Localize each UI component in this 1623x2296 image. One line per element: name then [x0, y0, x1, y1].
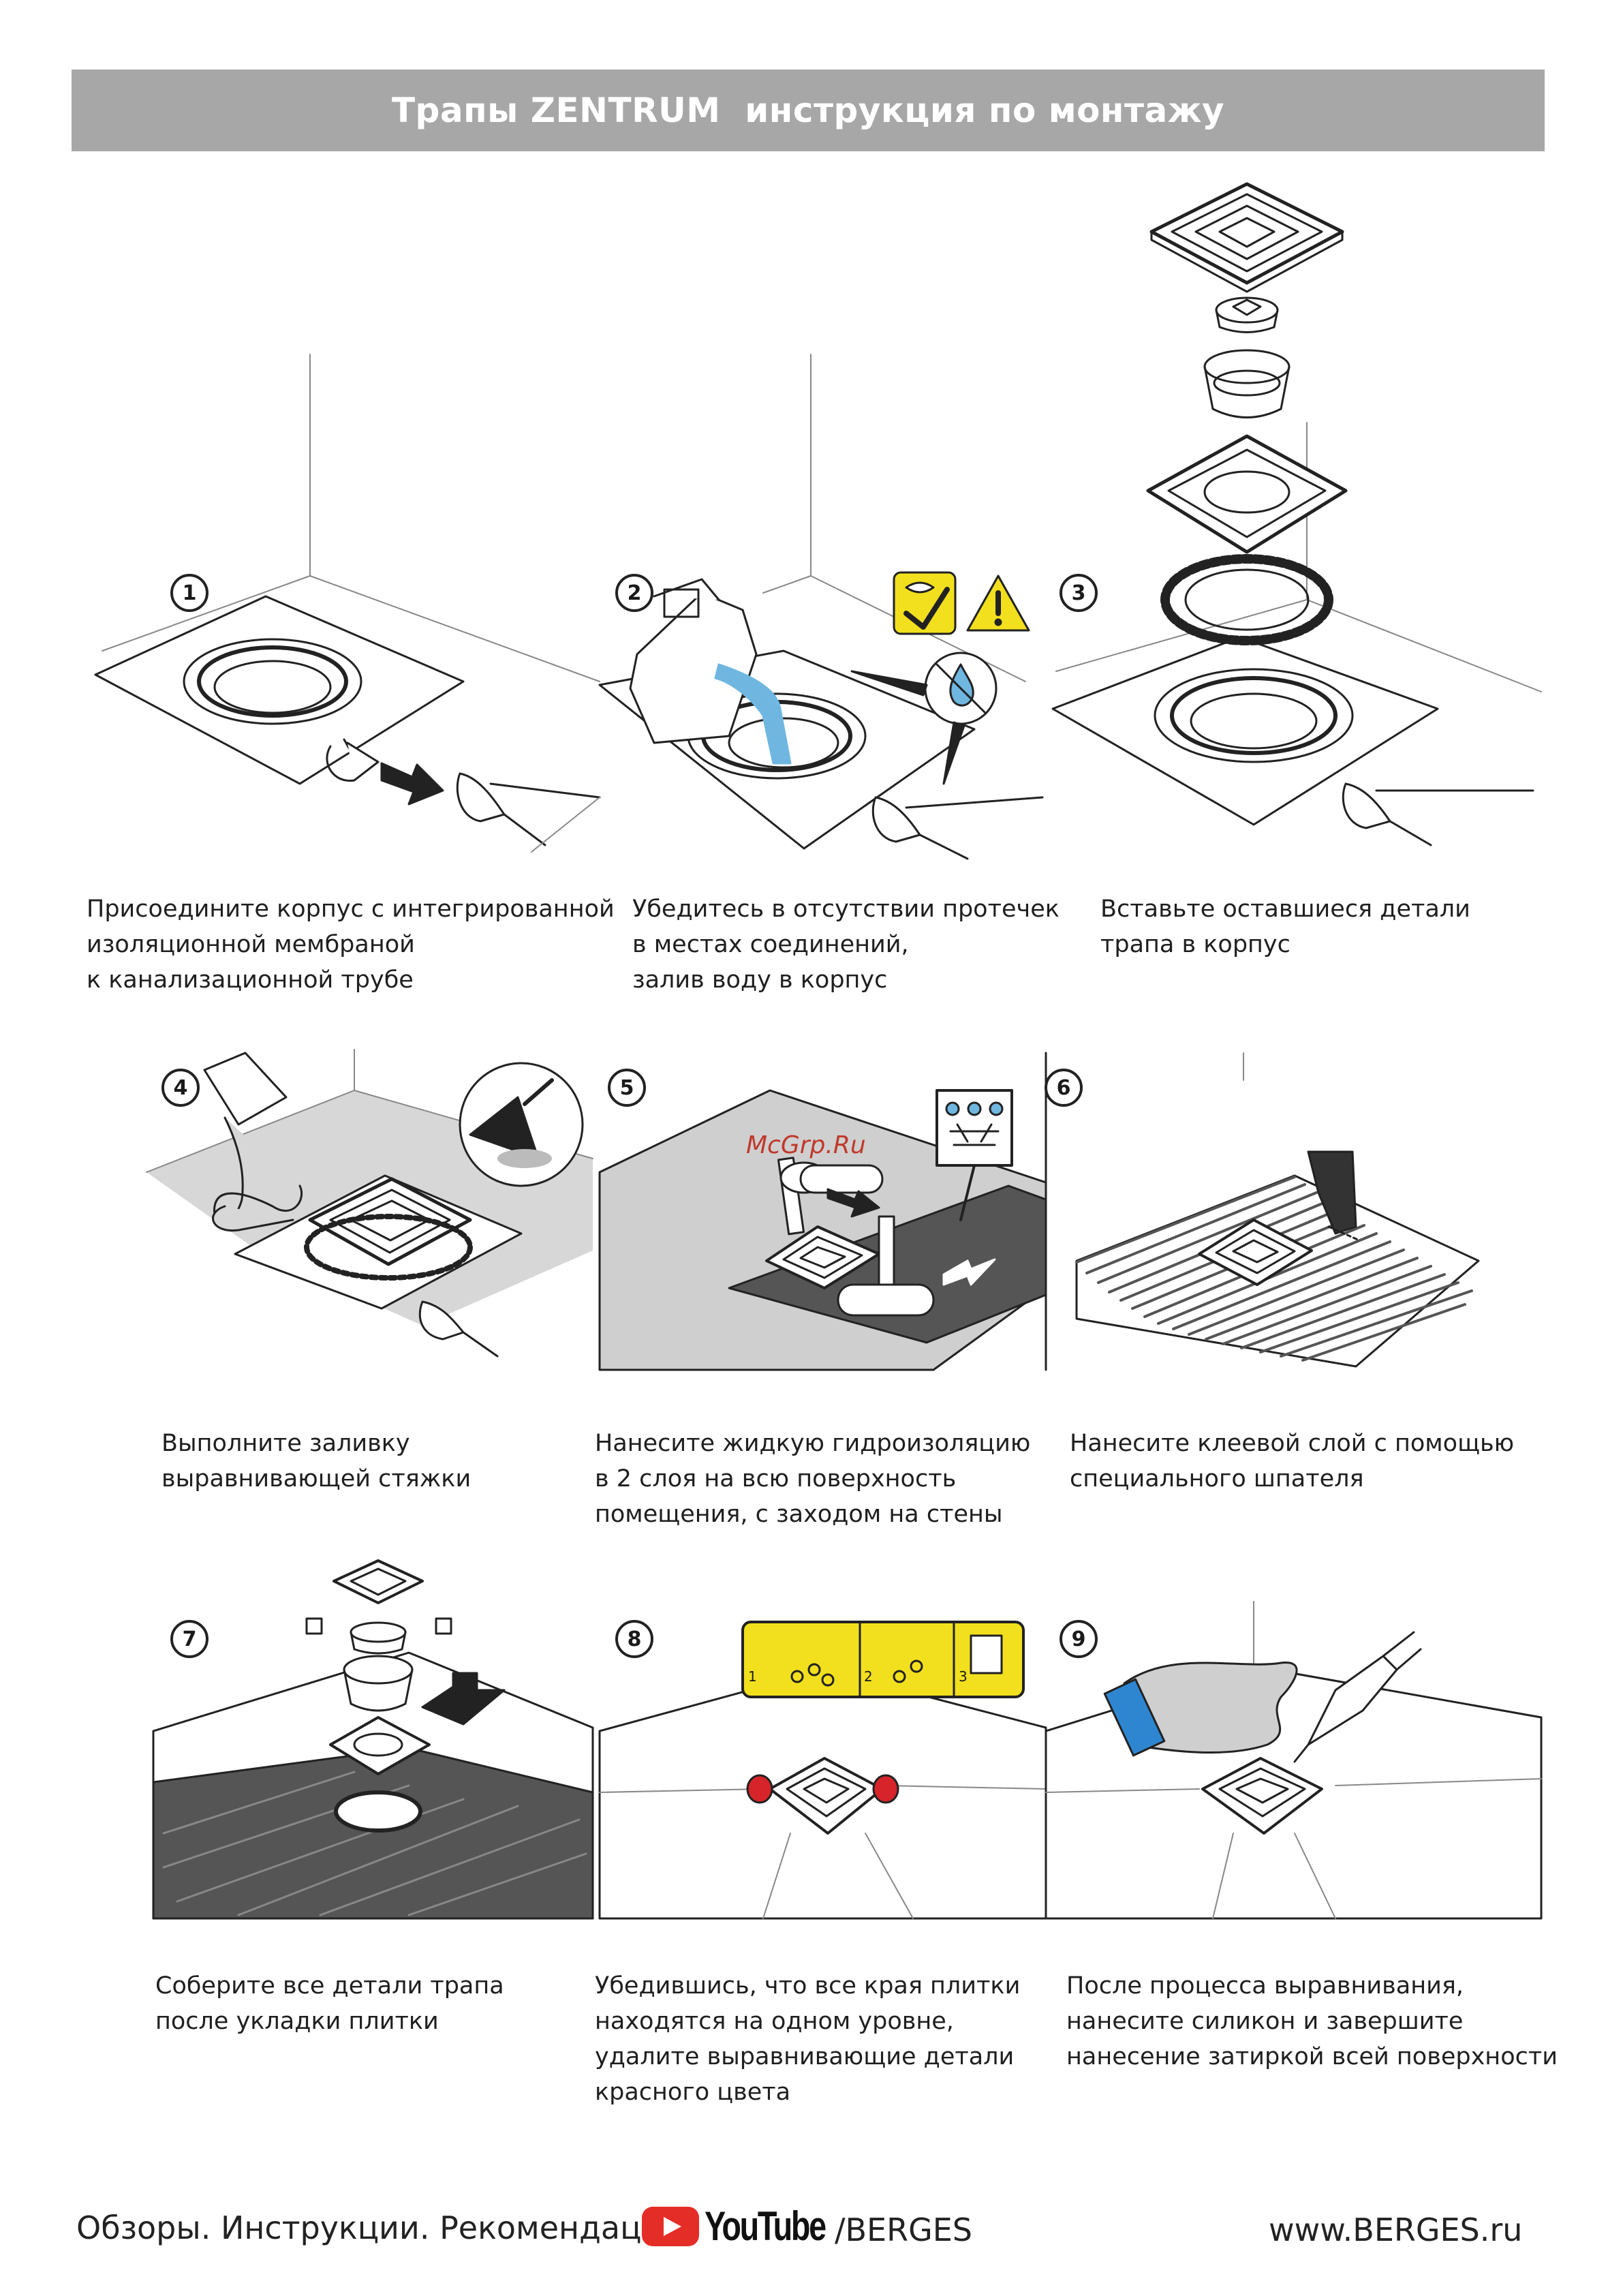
caption-line: Присоедините корпус с интегрированной — [87, 896, 615, 923]
caption-line: после укладки плитки — [155, 2008, 439, 2035]
caption-line: Соберите все детали трапа — [155, 1972, 504, 2000]
caption-line: нанесите силикон и завершите — [1066, 2008, 1464, 2035]
page-header: Трапы ZENTRUM инструкция по монтажу — [72, 70, 1545, 151]
youtube-wordmark: YouTube — [705, 2203, 826, 2249]
step-3-caption: Вставьте оставшиеся детали трапа в корпу… — [1100, 891, 1470, 962]
step-number-1: 1 — [170, 574, 208, 612]
step-number-5: 5 — [608, 1069, 646, 1107]
caption-line: к канализационной трубе — [87, 966, 414, 994]
step-3-illustration — [1051, 182, 1542, 846]
step-4-illustration — [146, 1049, 593, 1358]
step-8-icon-number-2: 2 — [864, 1668, 873, 1685]
caption-line: трапа в корпус — [1100, 931, 1290, 958]
step-8-icon-number-3: 3 — [959, 1668, 968, 1685]
caption-line: находятся на одном уровне, — [595, 2008, 954, 2035]
watermark: McGrp.Ru — [746, 1131, 866, 1159]
caption-line: в 2 слоя на всю поверхность — [595, 1465, 957, 1493]
caption-line: красного цвета — [595, 2079, 791, 2106]
step-5-caption: Нанесите жидкую гидроизоляцию в 2 слоя н… — [595, 1426, 1030, 1532]
caption-line: изоляционной мембраной — [87, 931, 415, 958]
caption-line: После процесса выравнивания, — [1066, 1972, 1464, 2000]
caption-line: Убедившись, что все края плитки — [595, 1972, 1021, 2000]
step-7-caption: Соберите все детали трапа после укладки … — [155, 1968, 504, 2039]
step-2-illustration — [598, 354, 1044, 860]
step-8-icon-number-1: 1 — [748, 1668, 757, 1685]
caption-line: помещения, с заходом на стены — [595, 1501, 1003, 1528]
caption-line: Нанесите клеевой слой с помощью — [1070, 1430, 1515, 1457]
step-6-caption: Нанесите клеевой слой с помощью специаль… — [1070, 1426, 1514, 1497]
step-1-caption: Присоедините корпус с интегрированной из… — [87, 891, 615, 998]
step-number-3: 3 — [1060, 574, 1098, 612]
caption-line: удалите выравнивающие детали — [595, 2043, 1015, 2070]
step-9-illustration — [1045, 1601, 1543, 1920]
step-number-8: 8 — [615, 1620, 653, 1658]
website-link[interactable]: www.BERGES.ru — [1269, 2211, 1523, 2248]
caption-line: Выполните заливку — [161, 1430, 410, 1457]
step-number-2: 2 — [615, 574, 653, 612]
step-number-7: 7 — [170, 1620, 208, 1658]
step-7-illustration — [152, 1559, 594, 1920]
footer-tagline: Обзоры. Инструкции. Рекомендации — [76, 2209, 683, 2246]
step-number-9: 9 — [1060, 1620, 1098, 1658]
step-5-illustration — [598, 1052, 1047, 1371]
youtube-play-icon — [642, 2206, 699, 2246]
step-number-4: 4 — [161, 1069, 200, 1107]
caption-line: выравнивающей стяжки — [161, 1465, 472, 1493]
caption-line: специального шпателя — [1070, 1465, 1364, 1493]
step-1-illustration — [94, 354, 601, 853]
caption-line: в местах соединений, — [632, 931, 909, 958]
step-2-caption: Убедитесь в отсутствии протечек в местах… — [632, 891, 1060, 998]
caption-line: нанесение затиркой всей поверхности — [1066, 2043, 1558, 2070]
page-title: Трапы ZENTRUM инструкция по монтажу — [391, 91, 1225, 130]
youtube-channel-link[interactable]: /BERGES — [835, 2211, 972, 2248]
step-8-caption: Убедившись, что все края плитки находятс… — [595, 1968, 1020, 2110]
step-6-illustration — [1075, 1052, 1480, 1368]
caption-line: Нанесите жидкую гидроизоляцию — [595, 1430, 1031, 1457]
youtube-logo[interactable]: YouTube — [642, 2203, 859, 2250]
caption-line: залив воду в корпус — [632, 966, 888, 994]
step-number-6: 6 — [1045, 1069, 1083, 1107]
caption-line: Убедитесь в отсутствии протечек — [632, 896, 1060, 923]
step-4-caption: Выполните заливку выравнивающей стяжки — [161, 1426, 471, 1497]
caption-line: Вставьте оставшиеся детали — [1100, 896, 1470, 923]
step-8-illustration — [598, 1621, 1047, 1920]
step-9-caption: После процесса выравнивания, нанесите си… — [1066, 1968, 1558, 2075]
